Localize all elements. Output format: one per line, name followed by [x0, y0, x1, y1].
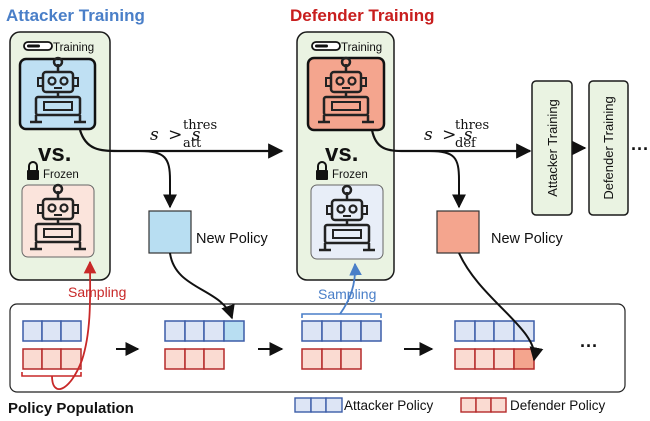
new-policy-label: New Policy: [196, 231, 268, 247]
branch-arrow: [139, 150, 177, 209]
attacker-policy-cell: [360, 320, 382, 342]
population-snapshot: [454, 320, 535, 370]
vs-label: vs.: [325, 140, 358, 167]
attacker-policy-cell: [321, 320, 342, 342]
defender-policy-cell: [60, 348, 82, 370]
defender-policy-cell: [474, 348, 495, 370]
attacker-policy-row: [454, 320, 535, 342]
next-attacker-training-box: [531, 80, 573, 216]
new-policy-label: New Policy: [491, 231, 563, 247]
vs-label: vs.: [38, 140, 71, 167]
defender-policy-row: [164, 348, 225, 370]
sampling-arrow: [339, 262, 362, 315]
defender-condition: s > s thres def: [424, 114, 495, 151]
attacker-policy-cell: [474, 320, 495, 342]
defender-policy-cell: [184, 348, 205, 370]
attacker-condition: s > s thres att: [150, 114, 223, 151]
legend-attacker-label: Attacker Policy: [344, 398, 434, 413]
training-label: Training: [53, 42, 94, 54]
next-defender-training-box: [588, 80, 629, 216]
defender-policy-cell: [454, 348, 476, 370]
sampling-arrow: [51, 260, 97, 390]
attacker-policy-cell: [203, 320, 225, 342]
population-ellipsis: ···: [580, 336, 598, 356]
population-snapshot: [301, 320, 382, 370]
defender-policy-cell: [321, 348, 342, 370]
legend-defender-swatch: [460, 397, 507, 413]
defender-policy-cell: [22, 348, 43, 370]
new-attacker-policy-cell: [223, 320, 245, 342]
attacker-policy-row: [22, 320, 82, 342]
attacker-policy-row: [301, 320, 382, 342]
attacker-policy-cell: [164, 320, 186, 342]
flow-arrow: [370, 129, 532, 159]
training-label: Training: [341, 42, 382, 54]
toggle-icon: [311, 41, 341, 51]
new-defender-policy-box: [436, 210, 480, 254]
attacker-training-title: Attacker Training: [6, 6, 145, 25]
frozen-label: Frozen: [43, 169, 79, 181]
population-snapshot: [164, 320, 245, 370]
insert-arrow: [169, 252, 235, 320]
defender-policy-row: [454, 348, 535, 370]
toggle-icon: [23, 41, 53, 51]
attacker-policy-cell: [60, 320, 82, 342]
defender-training-title: Defender Training: [290, 6, 435, 25]
sampling-bracket: [301, 313, 382, 318]
sampling-label: Sampling: [68, 284, 126, 300]
branch-arrow: [429, 150, 466, 209]
legend: Attacker Policy Defender Policy: [294, 397, 606, 413]
policy-population-title: Policy Population: [8, 400, 134, 416]
attacker-policy-cell: [41, 320, 62, 342]
defender-policy-cell: [41, 348, 62, 370]
defender-policy-cell: [164, 348, 186, 370]
new-defender-policy-cell: [513, 348, 535, 370]
defender-policy-cell: [301, 348, 323, 370]
defender-policy-cell: [340, 348, 362, 370]
defender-policy-row: [22, 348, 82, 370]
attacker-policy-cell: [301, 320, 323, 342]
insert-arrow: [458, 252, 544, 362]
next-attacker-training-label: Attacker Training: [545, 99, 560, 197]
legend-defender-label: Defender Policy: [510, 398, 606, 413]
flow-arrow: [78, 129, 284, 159]
defender-policy-cell: [203, 348, 225, 370]
population-snapshot: [22, 320, 82, 370]
attacker-policy-row: [164, 320, 245, 342]
attacker-policy-cell: [493, 320, 515, 342]
legend-attacker-swatch: [294, 397, 343, 413]
attacker-policy-cell: [184, 320, 205, 342]
next-defender-training-label: Defender Training: [601, 96, 616, 199]
attacker-policy-cell: [454, 320, 476, 342]
attacker-policy-cell: [22, 320, 43, 342]
ellipsis: ···: [631, 139, 649, 159]
defender-policy-row: [301, 348, 362, 370]
sampling-label: Sampling: [318, 286, 376, 302]
attacker-policy-cell: [340, 320, 362, 342]
frozen-label: Frozen: [332, 169, 368, 181]
new-attacker-policy-box: [148, 210, 192, 254]
defender-policy-cell: [493, 348, 515, 370]
